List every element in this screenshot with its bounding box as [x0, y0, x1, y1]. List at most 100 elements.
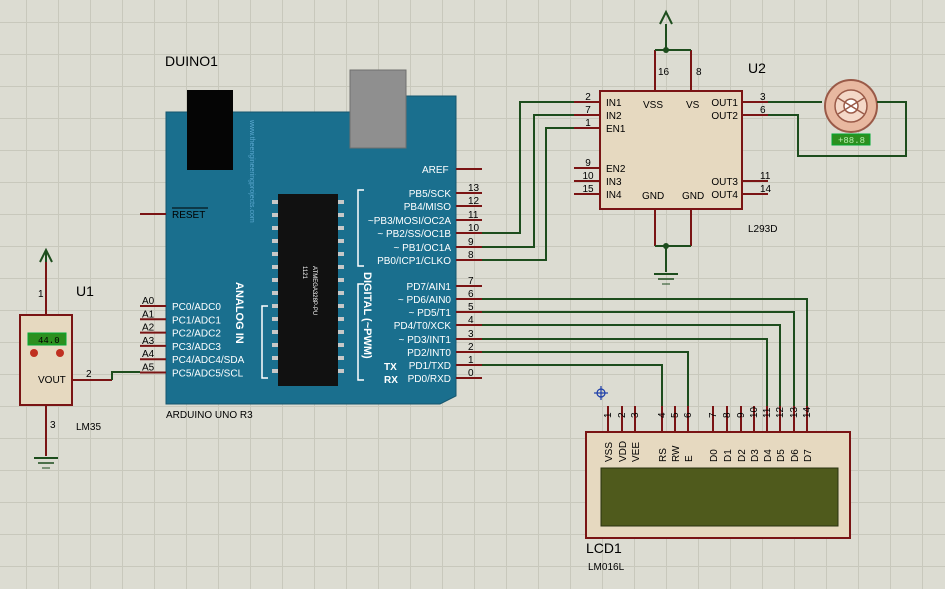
wire-d9-in2[interactable]	[482, 114, 574, 248]
wire-arduino-lcd[interactable]	[482, 351, 689, 406]
arduino-blog-text: www.theengineeringprojects.com	[248, 119, 255, 223]
digital-pin-num: 8	[468, 250, 474, 261]
chip-pin	[338, 200, 344, 204]
analog-pin-name: PC5/ADC5/SCL	[172, 369, 244, 380]
digital-pin-name: PD7/AIN1	[407, 282, 452, 293]
wire-d8-en1[interactable]	[482, 127, 574, 261]
arduino-ref-label: DUINO1	[165, 53, 218, 69]
lcd-model-label: LM016L	[588, 562, 625, 573]
lm35-pin2-num: 2	[86, 369, 92, 380]
chip-pin	[272, 252, 278, 256]
driver-body	[599, 90, 743, 210]
lcd-pin-name: RS	[658, 448, 669, 462]
lcd-pin-name: D0	[709, 449, 720, 462]
digital-pin-name: ~PB3/MOSI/OC2A	[368, 216, 451, 227]
reset-label: RESET	[172, 210, 205, 221]
lcd-display[interactable]: 1VSS2VDD3VEE4RS5RW6E7D08D19D210D311D412D…	[585, 406, 851, 573]
lm35-pin1-num: 1	[38, 289, 44, 300]
driver-gnd2-label: GND	[682, 191, 704, 202]
wire-d10-in1[interactable]	[482, 101, 574, 234]
chip-pin	[272, 317, 278, 321]
ground-icon	[654, 273, 678, 285]
lcd-pin-num: 2	[617, 412, 628, 418]
lm35-body	[19, 314, 73, 406]
driver-pin-num: 6	[760, 105, 766, 116]
digital-pin-name: ~ PB1/OC1A	[393, 243, 451, 254]
analog-pin-num: A4	[142, 349, 155, 360]
wire-arduino-lcd[interactable]	[482, 324, 781, 406]
driver-pin-num: 15	[582, 184, 594, 195]
lm35-down-button[interactable]	[30, 349, 38, 357]
lcd-screen	[600, 467, 839, 527]
analog-pin-num: A0	[142, 296, 155, 307]
lcd-pin-num: 10	[749, 406, 760, 418]
wire-arduino-lcd[interactable]	[482, 364, 663, 406]
analog-pin-num: A1	[142, 309, 155, 320]
digital-pin-num: 9	[468, 237, 474, 248]
tx-label: TX	[384, 362, 397, 373]
driver-pin16-num: 16	[658, 67, 670, 78]
chip-pin	[338, 356, 344, 360]
chip-pin	[272, 265, 278, 269]
analog-pin-num: A3	[142, 336, 155, 347]
chip-label-1: 1121	[301, 266, 307, 280]
lcd-pin-name: D6	[790, 449, 801, 462]
lcd-pin-name: E	[684, 455, 695, 462]
wire-arduino-lcd[interactable]	[482, 311, 795, 406]
digital-pin-name: PD4/T0/XCK	[394, 321, 452, 332]
lcd-pin-num: 7	[708, 412, 719, 418]
driver-pin-name: IN1	[606, 98, 622, 109]
motor-display	[831, 133, 871, 146]
lcd-pin-name: D5	[776, 449, 787, 462]
dc-motor[interactable]: +88.8	[824, 79, 878, 146]
lm35-sensor[interactable]: U1 44.0 VOUT 1 3 LM35 2	[19, 247, 112, 469]
digital-pin-name: PB4/MISO	[404, 202, 451, 213]
analog-pin-name: PC2/ADC2	[172, 329, 221, 340]
lcd-pin-num: 4	[657, 412, 668, 418]
chip-pin	[272, 343, 278, 347]
driver-model-label: L293D	[748, 224, 777, 235]
lm35-up-button[interactable]	[56, 349, 64, 357]
digital-bracket-top	[357, 189, 364, 267]
chip-pin	[272, 369, 278, 373]
digital-pin-name: ~ PB2/SS/OC1B	[377, 229, 451, 240]
lcd-pin-num: 3	[630, 412, 641, 418]
motor-reading: +88.8	[838, 136, 865, 146]
chip-pin	[338, 330, 344, 334]
lcd-pin-name: VSS	[604, 442, 615, 462]
lcd-pin-num: 1	[603, 412, 614, 418]
lm35-ref-label: U1	[76, 283, 94, 299]
chip-pin	[272, 356, 278, 360]
lcd-pin-name: D2	[737, 449, 748, 462]
digital-pin-num: 6	[468, 289, 474, 300]
driver-pin-num: 3	[760, 92, 766, 103]
digital-pin-name: PB0/ICP1/CLKO	[377, 256, 451, 267]
chip-pin	[272, 304, 278, 308]
driver-pin-num: 1	[585, 118, 591, 129]
wire-lm35-a5[interactable]	[111, 371, 140, 380]
l293d-driver[interactable]: U2 VSS VS GND GND 16 8 2IN17IN21EN19EN21…	[574, 50, 777, 246]
chip-pin	[338, 252, 344, 256]
chip-pin	[272, 239, 278, 243]
driver-pin-name: OUT2	[711, 111, 738, 122]
lcd-pin-num: 13	[789, 406, 800, 418]
driver-vs-label: VS	[686, 100, 700, 111]
usb-port	[349, 69, 407, 149]
wire-arduino-lcd[interactable]	[482, 338, 768, 406]
wire-arduino-lcd[interactable]	[482, 298, 808, 406]
digital-pin-name: PD1/TXD	[409, 361, 451, 372]
lcd-pin-name: D3	[750, 449, 761, 462]
lcd-pin-num: 12	[775, 406, 786, 418]
wire-out2-motor[interactable]	[768, 101, 907, 157]
analog-pin-name: PC0/ADC0	[172, 302, 221, 313]
driver-pin-name: OUT4	[711, 190, 738, 201]
ground-icon	[34, 457, 58, 469]
lm35-model-label: LM35	[76, 422, 101, 433]
chip-pin	[338, 278, 344, 282]
driver-vss-label: VSS	[643, 100, 663, 111]
analog-pin-num: A5	[142, 363, 155, 374]
chip-pin	[338, 343, 344, 347]
arduino-uno[interactable]: DUINO1 www.theengineeringprojects.com 11…	[140, 53, 482, 421]
digital-pin-num: 13	[468, 183, 480, 194]
